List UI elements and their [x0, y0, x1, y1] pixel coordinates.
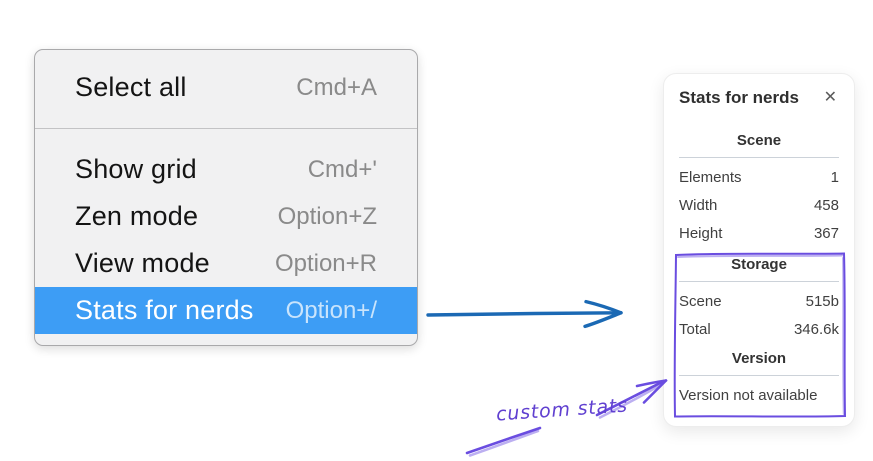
- purple-arrow: [465, 379, 668, 457]
- menu-item-shortcut: Option+/: [285, 296, 377, 324]
- stats-panel-title: Stats for nerds: [679, 88, 799, 107]
- stat-value: 367: [813, 224, 839, 242]
- version-section-header: Version: [731, 350, 787, 367]
- storage-section-header: Storage: [731, 256, 787, 273]
- stat-value: 346.6k: [793, 320, 839, 338]
- menu-item-label: Stats for nerds: [75, 295, 254, 325]
- close-icon[interactable]: ✕: [823, 89, 837, 106]
- menu-item-select-all[interactable]: Select all Cmd+A: [35, 64, 417, 111]
- stat-row-scene-storage: Scene 515b: [679, 287, 839, 315]
- stat-label: Scene: [679, 292, 722, 310]
- stat-value: 1: [830, 168, 839, 186]
- stat-label: Height: [679, 224, 723, 242]
- menu-item-zen-mode[interactable]: Zen mode Option+Z: [35, 193, 417, 240]
- stats-panel: Stats for nerds ✕ Scene Elements 1 Width…: [663, 73, 855, 427]
- menu-item-shortcut: Option+Z: [277, 202, 377, 230]
- stat-value: 515b: [805, 292, 839, 310]
- menu-item-shortcut: Option+R: [274, 249, 377, 277]
- divider: [679, 281, 839, 282]
- stat-value: 458: [813, 196, 839, 214]
- stat-label: Total: [679, 320, 711, 338]
- menu-item-view-mode[interactable]: View mode Option+R: [35, 240, 417, 287]
- stat-row-elements: Elements 1: [679, 163, 839, 191]
- stat-label: Elements: [679, 168, 742, 186]
- menu-item-shortcut: Cmd+A: [296, 73, 377, 101]
- version-note: Version not available: [679, 386, 818, 404]
- menu-item-show-grid[interactable]: Show grid Cmd+': [35, 146, 417, 193]
- menu-item-stats-for-nerds[interactable]: Stats for nerds Option+/: [35, 287, 417, 334]
- scene-section: Scene Elements 1 Width 458 Height 367: [679, 132, 839, 247]
- menu-item-shortcut: Cmd+': [307, 155, 377, 183]
- menu-item-label: Zen mode: [75, 201, 199, 231]
- storage-section: Storage Scene 515b Total 346.6k: [679, 256, 839, 343]
- divider: [679, 157, 839, 158]
- menu-divider: [35, 128, 417, 129]
- context-menu: Select all Cmd+A Show grid Cmd+' Zen mod…: [34, 49, 418, 346]
- blue-arrow: [426, 299, 623, 329]
- divider: [679, 375, 839, 376]
- stat-row-total-storage: Total 346.6k: [679, 315, 839, 343]
- scene-section-header: Scene: [736, 132, 782, 149]
- menu-item-label: View mode: [75, 248, 210, 278]
- stat-label: Width: [679, 196, 718, 214]
- menu-item-label: Show grid: [75, 154, 197, 184]
- version-section: Version Version not available: [679, 350, 839, 409]
- stat-row-height: Height 367: [679, 219, 839, 247]
- menu-item-label: Select all: [75, 72, 187, 102]
- stats-panel-titlebar: Stats for nerds ✕: [679, 88, 839, 108]
- stat-row-width: Width 458: [679, 191, 839, 219]
